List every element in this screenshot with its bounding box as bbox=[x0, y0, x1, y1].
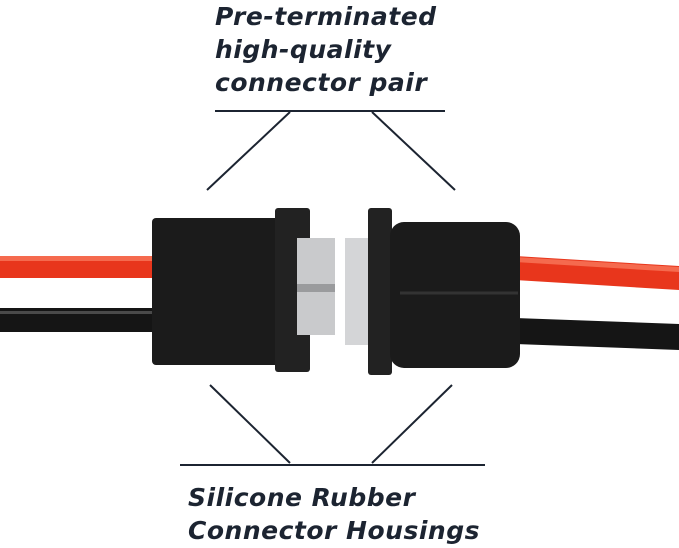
bottom-annotation: Silicone Rubber Connector Housings bbox=[188, 481, 480, 547]
callout-lines bbox=[180, 110, 485, 466]
annotation-line: Connector Housings bbox=[188, 516, 480, 545]
right-connector bbox=[345, 208, 520, 375]
left-connector bbox=[152, 208, 335, 372]
annotation-line: connector pair bbox=[215, 68, 428, 97]
annotation-line: high-quality bbox=[215, 35, 392, 64]
annotation-line: Silicone Rubber bbox=[188, 483, 416, 512]
annotation-line: Pre-terminated bbox=[215, 2, 437, 31]
top-annotation: Pre-terminated high-quality connector pa… bbox=[215, 0, 437, 99]
left-wires bbox=[0, 256, 160, 332]
right-wires bbox=[515, 256, 679, 350]
